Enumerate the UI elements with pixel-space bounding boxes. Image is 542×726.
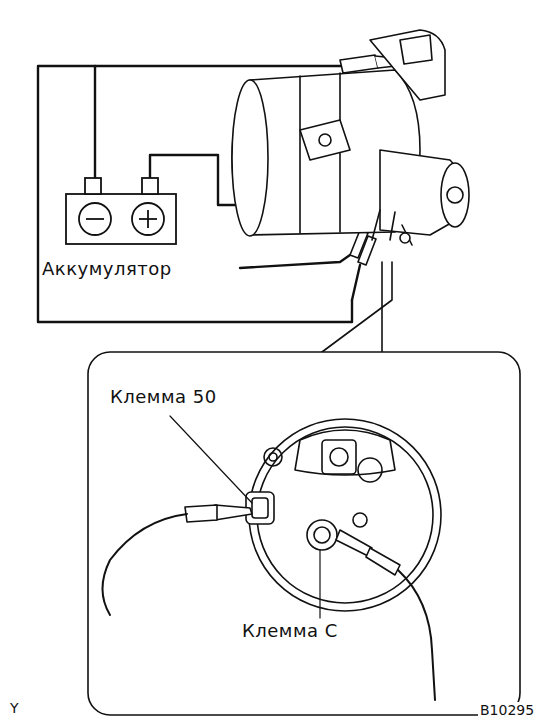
- inset-panel: [88, 352, 520, 715]
- terminal-label: Клемма 50: [108, 386, 219, 408]
- starter-motor: [232, 30, 469, 245]
- battery-box: Аккумулятор: [40, 176, 240, 280]
- figure-code: B10295: [478, 702, 536, 719]
- inset-clips: [185, 505, 400, 575]
- battery-symbol: [62, 176, 202, 248]
- terminal-end-view: [246, 419, 441, 611]
- leader-lines: [170, 416, 320, 618]
- corner-mark: Y: [8, 700, 21, 717]
- terminal-label: Клемма С: [240, 620, 340, 642]
- battery-label: Аккумулятор: [40, 258, 174, 280]
- callout-lines: [322, 262, 392, 352]
- inset-wires: [103, 514, 436, 700]
